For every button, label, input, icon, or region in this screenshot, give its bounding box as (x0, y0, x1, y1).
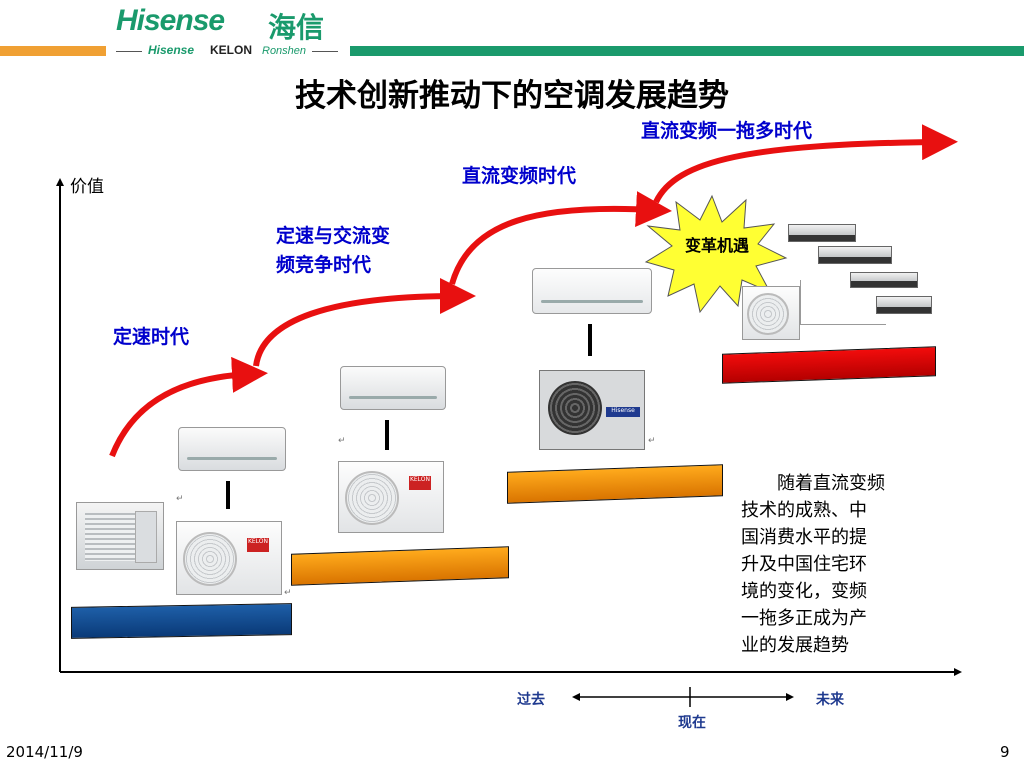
paragraph-mark: ↵ (338, 436, 346, 446)
indoor-unit-image (532, 268, 652, 314)
paragraph-mark: ↵ (284, 588, 292, 598)
description-line: 随着直流变频 (777, 473, 885, 494)
duct-unit-image (818, 246, 892, 264)
sub-brand-divider (116, 51, 142, 52)
pipe-line (800, 324, 886, 325)
sub-brand-divider (312, 51, 338, 52)
era-dc-inverter: 直流变频时代 (462, 165, 577, 187)
indoor-unit-image (340, 366, 446, 410)
kelon-badge: KELON (409, 476, 431, 490)
value-bar-fixed-speed (71, 603, 292, 639)
era-fixed-ac-line2: 频竞争时代 (276, 254, 372, 276)
era-fixed-ac-line1: 定速与交流变 (276, 225, 391, 247)
page-number: 9 (1000, 743, 1010, 761)
unit-connector (385, 420, 389, 450)
paragraph-mark: ↵ (176, 494, 184, 504)
now-label: 现在 (678, 715, 706, 731)
future-label: 未来 (816, 692, 844, 708)
duct-unit-image (850, 272, 918, 288)
description-line: 升及中国住宅环 (741, 554, 867, 575)
kelon-badge: KELON (247, 538, 269, 552)
paragraph-mark: ↵ (648, 436, 656, 446)
description-line: 一拖多正成为产 (741, 608, 867, 629)
outdoor-unit-image: KELON (176, 521, 282, 595)
outdoor-unit-image: Hisense (539, 370, 645, 450)
multi-outdoor-unit-image (742, 286, 800, 340)
era-dc-multi-split: 直流变频一拖多时代 (641, 120, 813, 142)
footer-date: 2014/11/9 (6, 743, 83, 761)
slide-title: 技术创新推动下的空调发展趋势 (295, 78, 729, 114)
change-opportunity-burst (644, 194, 788, 314)
description-line: 业的发展趋势 (741, 635, 849, 656)
unit-connector (226, 481, 230, 509)
sub-brand-hisense: Hisense (148, 43, 195, 57)
trend-arrow-4 (653, 124, 958, 204)
indoor-unit-image (178, 427, 286, 471)
description-line: 技术的成熟、中 (741, 500, 867, 521)
unit-connector (588, 324, 592, 356)
hisense-logo-chinese: 海信 (268, 11, 325, 44)
header-stripe-orange (0, 46, 106, 56)
past-label: 过去 (517, 692, 545, 708)
hisense-badge: Hisense (606, 407, 640, 417)
trend-description: 随着直流变频 技术的成熟、中 国消费水平的提 升及中国住宅环 境的变化，变频 一… (741, 470, 919, 659)
trend-arrow-2 (253, 278, 476, 367)
trend-arrow-3 (449, 191, 672, 285)
trend-arrow-1 (109, 356, 268, 458)
duct-unit-image (788, 224, 856, 242)
header-stripe-green (350, 46, 1024, 56)
window-ac-image (76, 502, 164, 570)
sub-brand-kelon: KELON (210, 43, 252, 57)
change-opportunity-label: 变革机遇 (684, 236, 749, 255)
hisense-logo: Hisense (116, 4, 225, 37)
y-axis-label: 价值 (70, 177, 104, 197)
outdoor-unit-image: KELON (338, 461, 444, 533)
description-line: 境的变化，变频 (741, 581, 867, 602)
pipe-line (800, 280, 801, 324)
sub-brand-ronshen: Ronshen (262, 45, 307, 57)
duct-unit-image (876, 296, 932, 314)
description-line: 国消费水平的提 (741, 527, 867, 548)
era-fixed-speed: 定速时代 (113, 326, 190, 348)
